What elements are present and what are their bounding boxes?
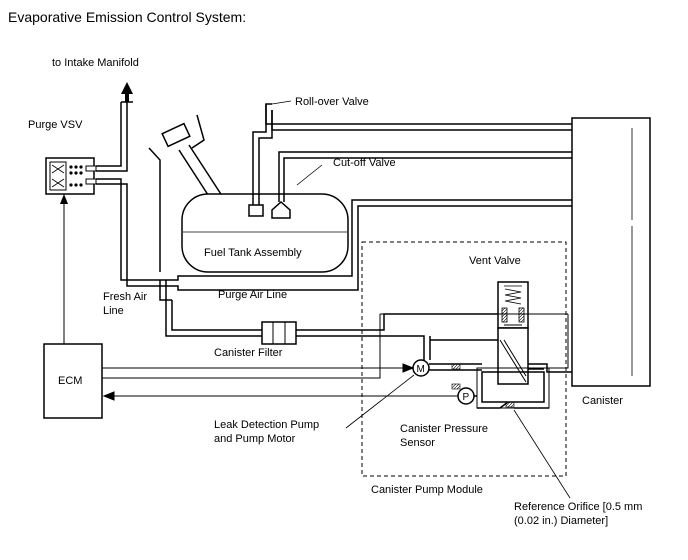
orifice-label-2: (0.02 in.) Diameter] xyxy=(514,515,608,527)
pressure-symbol: P xyxy=(463,392,470,403)
canister-filter-label: Canister Filter xyxy=(214,347,283,359)
ecm-label: ECM xyxy=(58,375,82,387)
pressure-sensor-label-1: Canister Pressure xyxy=(400,423,488,435)
purge-air-line-label: Purge Air Line xyxy=(218,289,287,301)
fresh-air-label-1: Fresh Air xyxy=(103,291,147,303)
vent-valve-label: Vent Valve xyxy=(469,255,521,267)
orifice-label-1: Reference Orifice [0.5 mm xyxy=(514,501,642,513)
leak-detection-pump: M xyxy=(412,359,430,377)
fuel-tank xyxy=(181,193,349,273)
ecm xyxy=(43,343,103,419)
rollover-line xyxy=(265,104,572,131)
reference-orifice xyxy=(505,401,515,408)
canister xyxy=(571,117,651,387)
canister-filter xyxy=(261,321,297,345)
cutoff-label: Cut-off Valve xyxy=(333,157,396,169)
leak-pump-label-1: Leak Detection Pump xyxy=(214,419,319,431)
canister-label: Canister xyxy=(582,395,623,407)
intake-line xyxy=(96,101,133,172)
vent-valve xyxy=(497,281,529,385)
leak-pump-label-2: and Pump Motor xyxy=(214,433,296,445)
pump-module-label: Canister Pump Module xyxy=(371,484,483,496)
canister-pressure-sensor: P xyxy=(457,387,477,405)
purge-vsv xyxy=(45,157,97,195)
intake-arrow xyxy=(121,82,133,102)
cutoff-leader xyxy=(296,164,323,186)
ecm-vsv-signal xyxy=(60,194,68,344)
fuel-tank-label: Fuel Tank Assembly xyxy=(204,247,302,259)
orifice-leader xyxy=(513,409,571,499)
motor-symbol: M xyxy=(417,364,425,375)
leak-pump-leader xyxy=(345,374,415,429)
cutoff-valve xyxy=(271,151,572,219)
purge-line xyxy=(96,178,572,291)
pump-filter xyxy=(451,363,461,370)
ecm-signal-lines xyxy=(102,313,569,401)
pump-module-box xyxy=(361,241,567,477)
pressure-sensor-label-2: Sensor xyxy=(400,437,435,449)
rollover-label: Roll-over Valve xyxy=(295,96,369,108)
sensor-filter xyxy=(451,383,461,390)
purge-vsv-label: Purge VSV xyxy=(28,119,83,131)
rollover-leader xyxy=(271,100,292,105)
intake-label: to Intake Manifold xyxy=(52,57,139,69)
fresh-air-label-2: Line xyxy=(103,305,124,317)
diagram-title: Evaporative Emission Control System: xyxy=(8,9,246,25)
